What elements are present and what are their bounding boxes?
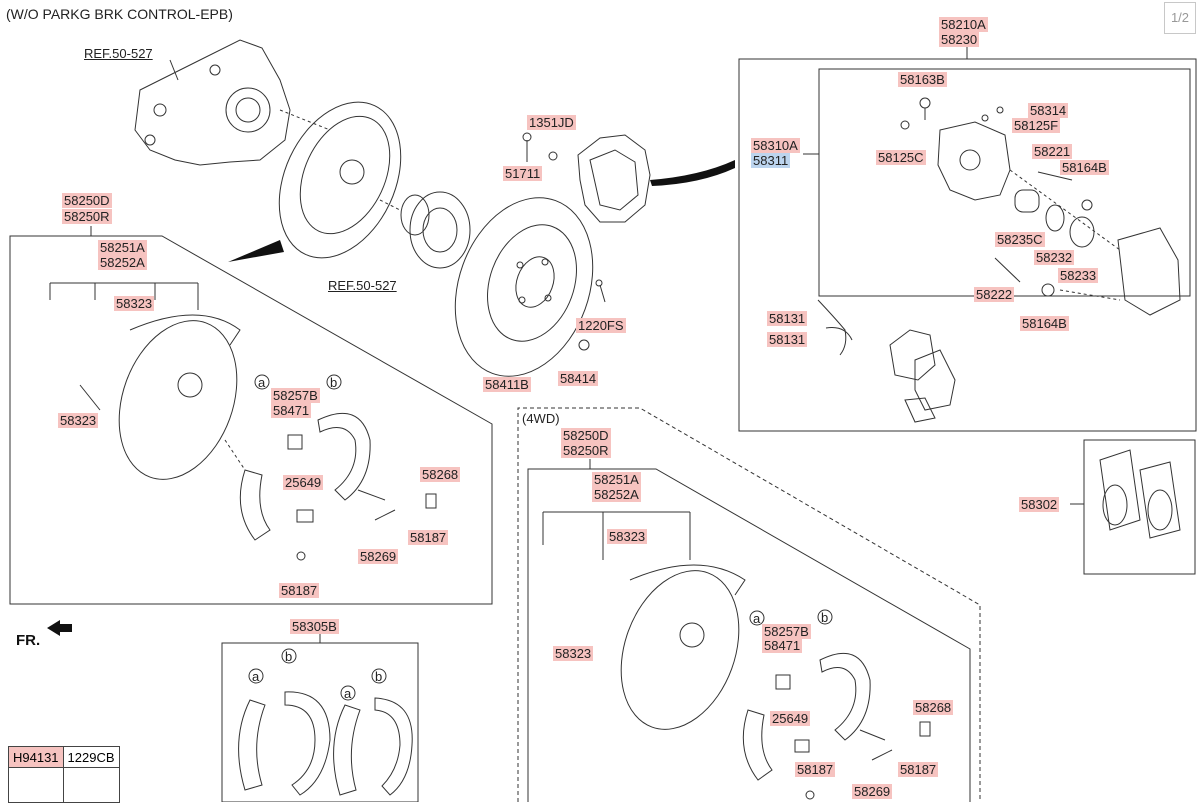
part-label[interactable]: 58414 [558, 371, 599, 386]
part-label[interactable]: 58257B [762, 624, 811, 639]
group-label-4wd: (4WD) [522, 411, 560, 426]
part-label[interactable]: 58257B [271, 388, 320, 403]
part-label[interactable]: 58187 [408, 530, 449, 545]
shoe-kit-drawing [238, 691, 413, 796]
part-label[interactable]: 58187 [898, 762, 939, 777]
part-label[interactable]: 58251A [98, 240, 147, 255]
part-label[interactable]: 58471 [271, 403, 312, 418]
part-label[interactable]: 58305B [290, 619, 339, 634]
part-label[interactable]: 1351JD [527, 115, 576, 130]
part-label[interactable]: 58164B [1060, 160, 1109, 175]
part-label[interactable]: 58250D [62, 193, 112, 208]
part-label[interactable]: 58250R [62, 209, 112, 224]
backing-plate-drawing [278, 101, 402, 259]
fastener-table: H94131 1229CB [8, 746, 120, 803]
part-label[interactable]: 58251A [592, 472, 641, 487]
part-label[interactable]: 58164B [1020, 316, 1069, 331]
marker-circles [248, 374, 833, 701]
part-label[interactable]: 58252A [98, 255, 147, 270]
part-label[interactable]: 25649 [283, 475, 324, 490]
marker-b: b [375, 669, 383, 684]
rh-shoe-assembly-drawing [542, 511, 931, 800]
part-label[interactable]: 58163B [898, 72, 947, 87]
part-label[interactable]: 58250D [561, 428, 611, 443]
part-label[interactable]: 58302 [1019, 497, 1060, 512]
part-label[interactable]: 58131 [767, 332, 808, 347]
diagram-caption: (W/O PARKG BRK CONTROL-EPB) [6, 6, 233, 22]
part-label[interactable]: 58268 [420, 467, 461, 482]
part-label[interactable]: 58232 [1034, 250, 1075, 265]
pad-kit-frame [1083, 439, 1196, 575]
part-label[interactable]: 1220FS [576, 318, 626, 333]
part-label[interactable]: 58125F [1012, 118, 1061, 133]
part-label[interactable]: 58235C [995, 232, 1045, 247]
part-label[interactable]: 58230 [939, 32, 980, 47]
part-label[interactable]: 58233 [1058, 268, 1099, 283]
hub-bearing-drawing [379, 191, 471, 269]
part-label[interactable]: 25649 [770, 711, 811, 726]
part-label[interactable]: 51711 [503, 166, 543, 181]
part-label[interactable]: 58411B [483, 377, 531, 392]
marker-b: b [821, 610, 829, 625]
part-label[interactable]: 58323 [553, 646, 594, 661]
part-label[interactable]: 58310A [751, 138, 800, 153]
lh-assembly-frame [9, 235, 493, 605]
part-label[interactable]: 58210A [939, 17, 988, 32]
bolt-image-cell [62, 767, 120, 803]
rh-assembly-frame [527, 468, 971, 802]
caliper-exploded-drawing [900, 97, 1181, 316]
marker-a: a [258, 375, 266, 390]
brake-disc-drawing [454, 197, 594, 377]
part-label[interactable]: 58250R [561, 443, 611, 458]
page-indicator[interactable]: 1/2 [1164, 2, 1196, 34]
knuckle-drawing [134, 39, 331, 166]
table-cell-h94131[interactable]: H94131 [8, 746, 64, 768]
marker-a: a [252, 669, 260, 684]
part-label[interactable]: 58268 [913, 700, 954, 715]
part-label-selected[interactable]: 58311 [751, 153, 791, 168]
part-label[interactable]: 58323 [114, 296, 155, 311]
bolt-image-cell [8, 767, 64, 803]
part-label[interactable]: 58314 [1028, 103, 1069, 118]
pad-kit-drawing [1099, 449, 1181, 539]
part-label[interactable]: 58323 [607, 529, 648, 544]
part-label[interactable]: 58131 [767, 311, 808, 326]
caliper-assembly-drawing [522, 132, 651, 351]
marker-b: b [285, 649, 293, 664]
table-cell-1229cb[interactable]: 1229CB [62, 746, 120, 768]
part-label[interactable]: 58221 [1032, 144, 1073, 159]
4wd-frame [517, 407, 981, 802]
marker-b: b [330, 375, 338, 390]
lh-shoe-assembly-drawing [49, 282, 437, 561]
caliper-frame [738, 58, 1197, 432]
part-label[interactable]: 58269 [358, 549, 399, 564]
part-label[interactable]: 58187 [795, 762, 836, 777]
part-label[interactable]: 58252A [592, 487, 641, 502]
part-label[interactable]: 58125C [876, 150, 926, 165]
part-label[interactable]: 58471 [762, 638, 803, 653]
part-label[interactable]: 58269 [852, 784, 893, 799]
ref-link[interactable]: REF.50-527 [328, 278, 397, 293]
ref-link[interactable]: REF.50-527 [84, 46, 153, 61]
fr-arrow [47, 620, 72, 636]
fr-label: FR. [16, 632, 41, 649]
marker-a: a [344, 686, 352, 701]
pad-springs-drawing [817, 299, 956, 423]
part-label[interactable]: 58222 [974, 287, 1015, 302]
part-label[interactable]: 58187 [279, 583, 320, 598]
marker-a: a [753, 611, 761, 626]
part-label[interactable]: 58323 [58, 413, 99, 428]
